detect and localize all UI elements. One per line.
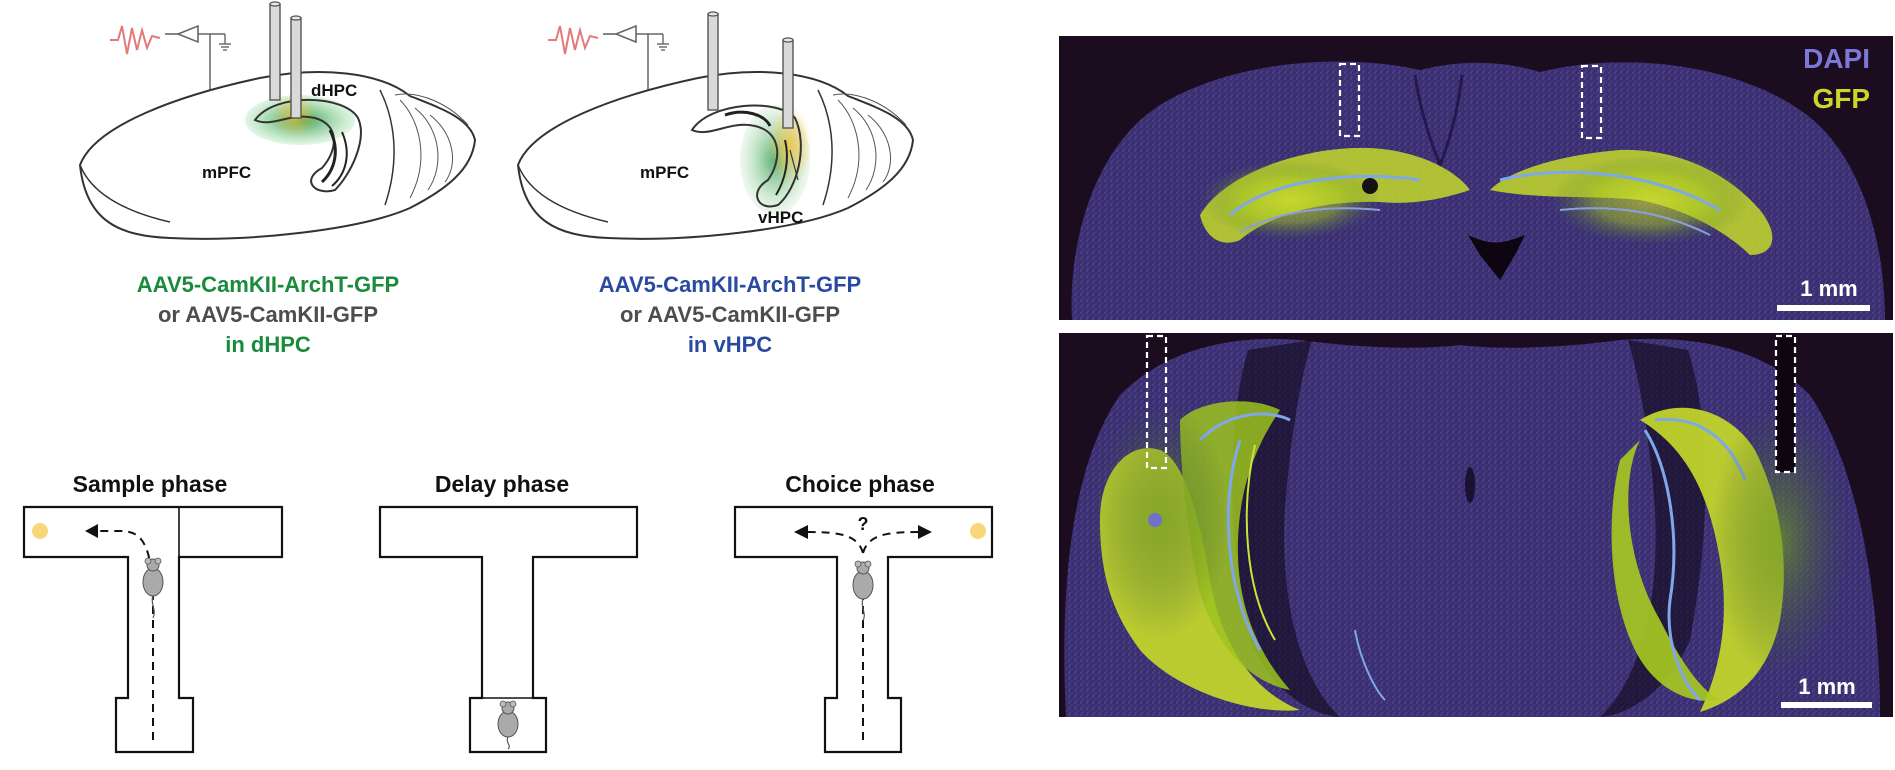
electrode-track (1580, 64, 1603, 140)
maze-sample: Sample phase (22, 471, 284, 754)
electrode-mpfc (269, 3, 281, 101)
label-vhpc: vHPC (758, 208, 803, 227)
label-dhpc: dHPC (311, 81, 357, 100)
legend-gfp: GFP (1812, 83, 1870, 114)
t-maze-outline (733, 505, 994, 754)
delay-phase-title: Delay phase (435, 471, 569, 497)
electrode-dhpc (290, 17, 302, 119)
lfp-trace-icon (548, 25, 599, 55)
scalebar-label-bottom: 1 mm (1798, 674, 1855, 699)
histology-top: DAPI GFP 1 mm (1059, 36, 1893, 320)
label-mpfc: mPFC (202, 163, 251, 182)
vhpc-caption-line3: in vHPC (688, 332, 772, 357)
t-maze-outline (22, 505, 284, 754)
scalebar-top (1777, 305, 1870, 311)
brain-section-top (1071, 61, 1885, 320)
question-mark: ? (858, 514, 869, 534)
electrode-vhpc (782, 39, 794, 129)
brain-outline (516, 71, 915, 240)
scalebar-label-top: 1 mm (1800, 276, 1857, 301)
reward-icon (32, 523, 48, 539)
rat-icon (142, 557, 164, 619)
choice-phase-title: Choice phase (785, 471, 935, 497)
rat-icon (852, 560, 874, 622)
electrode-track (1145, 334, 1168, 470)
rat-icon (497, 700, 519, 750)
histology-bottom: 1 mm (1059, 333, 1893, 717)
vhpc-caption-line2: or AAV5-CamKII-GFP (620, 302, 840, 327)
lfp-trace-icon (110, 25, 161, 55)
maze-choice: Choice phase ? (733, 471, 994, 754)
amplifier-icon (175, 24, 199, 44)
amplifier-icon (613, 24, 637, 44)
reward-icon (970, 523, 986, 539)
electrode-mpfc (707, 13, 719, 111)
dhpc-caption-line1: AAV5-CamKII-ArchT-GFP (137, 272, 399, 297)
dhpc-caption-line3: in dHPC (225, 332, 311, 357)
maze-delay: Delay phase (378, 471, 639, 754)
sample-phase-title: Sample phase (73, 471, 228, 497)
legend-dapi: DAPI (1803, 43, 1870, 74)
dhpc-schematic: mPFC dHPC AAV5-CamKII-ArchT-GFP or AAV5-… (78, 1, 477, 357)
label-mpfc: mPFC (640, 163, 689, 182)
electrode-track (1774, 334, 1797, 474)
scalebar-bottom (1781, 702, 1872, 708)
vhpc-caption-line1: AAV5-CamKII-ArchT-GFP (599, 272, 861, 297)
brain-outline (78, 71, 477, 240)
electrode-track (1338, 62, 1361, 138)
vhpc-hippocampus (690, 104, 802, 208)
dhpc-hippocampus (253, 98, 362, 193)
t-maze-outline (378, 505, 639, 754)
vhpc-schematic: mPFC vHPC AAV5-CamKII-ArchT-GFP or AAV5-… (516, 11, 915, 357)
dhpc-caption-line2: or AAV5-CamKII-GFP (158, 302, 378, 327)
